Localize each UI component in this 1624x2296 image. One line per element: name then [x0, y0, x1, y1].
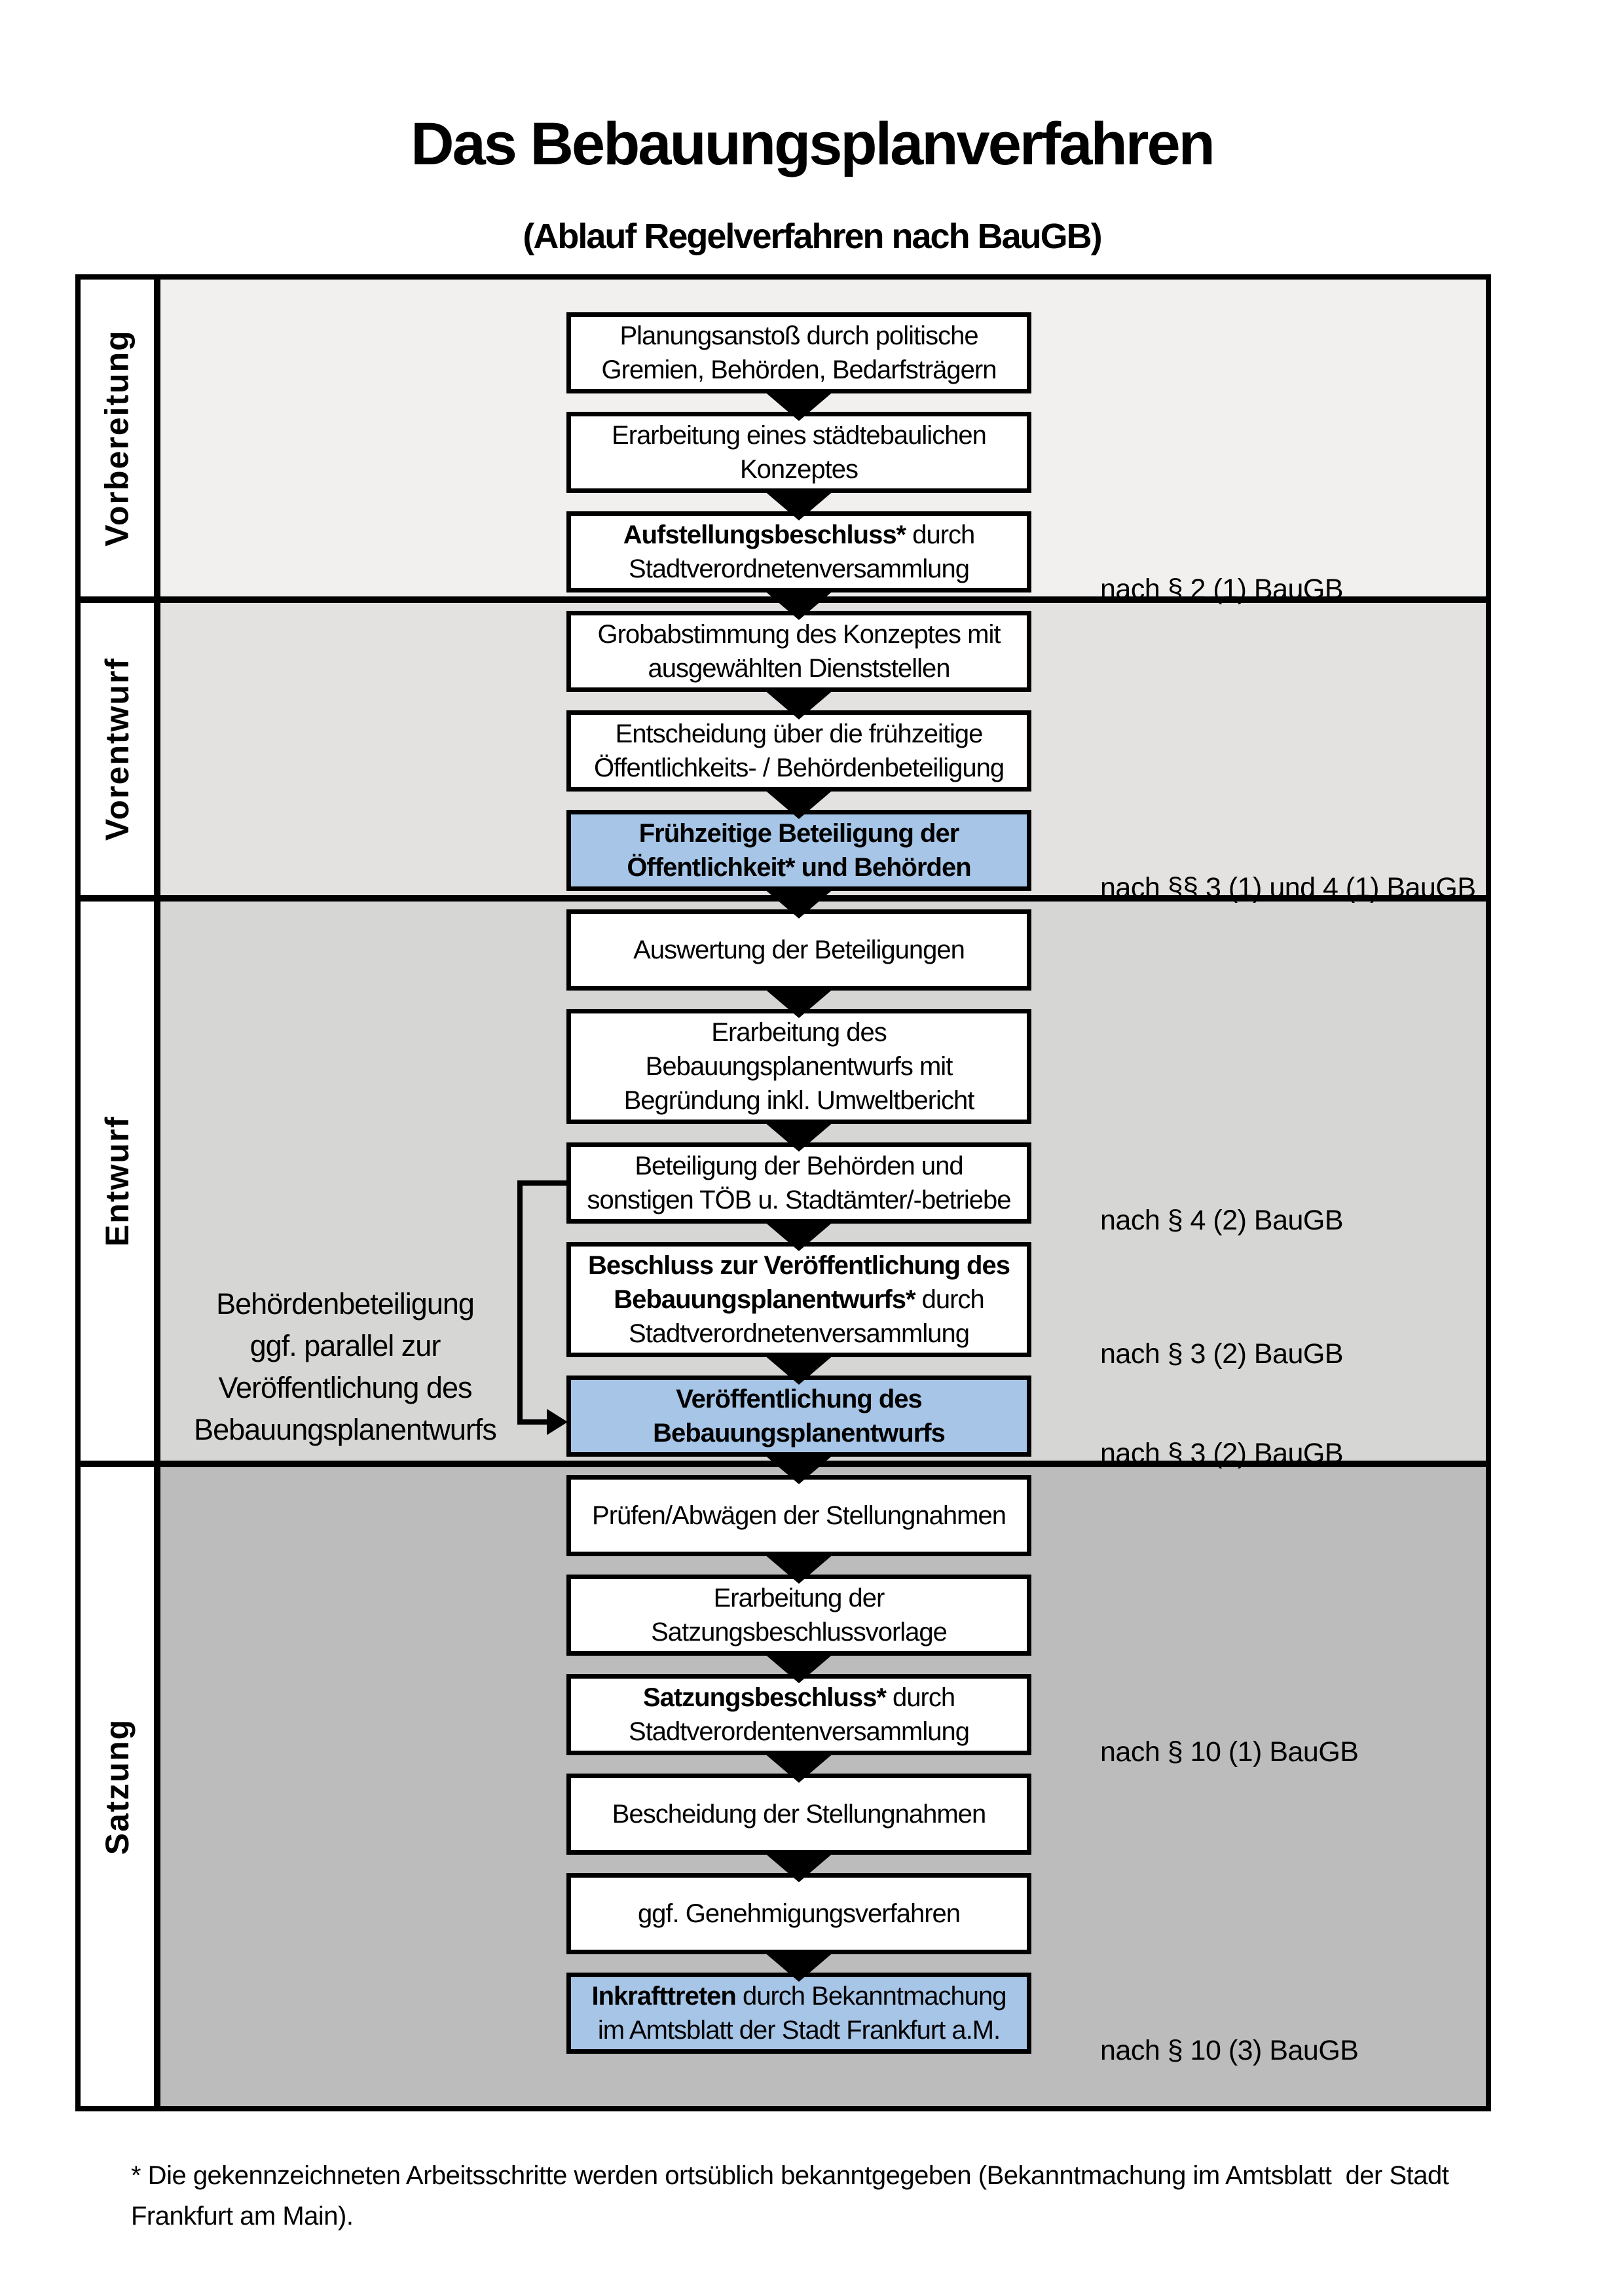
flow-box-text-line: Öffentlichkeit* und Behörden — [627, 853, 971, 882]
arrow-down-icon — [764, 888, 834, 919]
phase-label-cell-vorentwurf: Vorentwurf — [81, 603, 154, 895]
legal-reference-note: nach § 3 (2) BauGB — [1100, 1338, 1344, 1370]
connector-line-horizontal-bottom — [517, 1419, 547, 1425]
arrow-down-icon — [764, 789, 834, 819]
flow-box-text-line: Grobabstimmung des Konzeptes mit — [597, 620, 1001, 649]
flow-box-text-line: Veröffentlichung des — [676, 1385, 923, 1413]
flow-box-text-line: Erarbeitung eines städtebaulichen — [612, 421, 987, 450]
flow-box-text-line: Satzungsbeschlussvorlage — [651, 1618, 948, 1647]
flow-box-16: ggf. Genehmigungsverfahren — [566, 1873, 1031, 1954]
flow-box-text-line: im Amtsblatt der Stadt Frankfurt a.M. — [597, 2016, 1001, 2045]
page-title: Das Bebauungsplanverfahren — [411, 111, 1215, 177]
flow-frame: Vorbereitung Vorentwurf Entwurf Satzung … — [75, 274, 1491, 2111]
flow-box-text-line: Bescheidung der Stellungnahmen — [612, 1800, 986, 1829]
flow-box-text-line: Beteiligung der Behörden und — [635, 1152, 963, 1180]
arrow-down-icon — [764, 1454, 834, 1484]
flow-box-text-line: Frühzeitige Beteiligung der — [638, 819, 960, 848]
flow-box-text-line: Planungsanstoß durch politische — [619, 321, 978, 350]
legal-reference-note: nach § 10 (3) BauGB — [1100, 2035, 1359, 2066]
flow-box-text-line: Stadtverordnetenversammlung — [629, 555, 970, 583]
arrow-down-icon — [764, 1753, 834, 1783]
side-annotation-line: Bebauungsplanentwurfs — [194, 1413, 497, 1446]
flow-box-9: Beteiligung der Behörden und sonstigen TÖ… — [566, 1142, 1031, 1224]
page-subtitle: (Ablauf Regelverfahren nach BauGB) — [523, 217, 1102, 256]
side-annotation-line: Veröffentlichung des — [218, 1371, 473, 1404]
flow-box-text-line: ausgewählten Dienststellen — [648, 654, 951, 683]
flow-box-text-line: Entscheidung über die frühzeitige — [615, 720, 984, 748]
flow-box-text-line: Stadtverordentenversammlung — [629, 1717, 970, 1746]
flow-box-text-line: Bebauungsplanentwurfs* durch — [614, 1285, 984, 1314]
label-column-divider — [154, 280, 160, 2106]
flow-box-7: Auswertung der Beteiligungen — [566, 909, 1031, 991]
flow-box-15: Bescheidung der Stellungnahmen — [566, 1774, 1031, 1855]
connector-arrow-right-icon — [547, 1409, 568, 1435]
arrow-down-icon — [764, 590, 834, 620]
phase-label-cell-entwurf: Entwurf — [81, 902, 154, 1461]
arrow-down-icon — [764, 490, 834, 520]
arrow-down-icon — [764, 391, 834, 421]
arrow-down-icon — [764, 1221, 834, 1251]
flow-box-text-line: Prüfen/Abwägen der Stellungnahmen — [592, 1501, 1006, 1530]
arrow-down-icon — [764, 1852, 834, 1882]
flow-box-17-highlighted: Inkrafttreten durch Bekanntmachung im Amt… — [566, 1973, 1031, 2054]
flow-box-text-line: Erarbeitung der — [713, 1584, 885, 1613]
phase-label-vorbereitung: Vorbereitung — [99, 329, 136, 547]
flow-box-text-line: Konzeptes — [739, 455, 858, 484]
flow-box-text-line: Inkrafttreten durch Bekanntmachung — [591, 1982, 1006, 2011]
legal-reference-note: nach § 2 (1) BauGB — [1100, 574, 1344, 605]
phase-label-cell-vorbereitung: Vorbereitung — [81, 280, 154, 596]
flow-box-text-line: sonstigen TÖB u. Stadtämter/-betriebe — [587, 1186, 1011, 1214]
flow-box-4: Grobabstimmung des Konzeptes mit ausgewäh… — [566, 611, 1031, 692]
arrow-down-icon — [764, 988, 834, 1018]
arrow-down-icon — [764, 689, 834, 720]
flow-box-text-line: Gremien, Behörden, Bedarfsträgern — [601, 355, 997, 384]
phase-label-cell-satzung: Satzung — [81, 1467, 154, 2106]
arrow-down-icon — [764, 1121, 834, 1152]
flow-box-text-line: Bebauungsplanentwurfs mit — [645, 1052, 953, 1081]
phase-label-satzung: Satzung — [99, 1718, 136, 1855]
flow-box-text-line: Öffentlichkeits- / Behördenbeteiligung — [593, 754, 1005, 782]
arrow-down-icon — [764, 1952, 834, 1982]
flow-box-text-line: Begründung inkl. Umweltbericht — [623, 1086, 975, 1115]
flow-box-text-line: Erarbeitung des — [711, 1018, 887, 1047]
legal-reference-note: nach §§ 3 (1) und 4 (1) BauGB — [1100, 872, 1476, 903]
footnote-line: Frankfurt am Main). — [131, 2202, 354, 2231]
arrow-down-icon — [764, 1653, 834, 1683]
side-annotation: Behördenbeteiligung ggf. parallel zur Ve… — [175, 1283, 515, 1451]
side-annotation-line: Behördenbeteiligung — [216, 1287, 475, 1321]
flow-box-text-line: Aufstellungsbeschluss* durch — [623, 520, 976, 549]
footnote: * Die gekennzeichneten Arbeitsschritte w… — [131, 2155, 1545, 2236]
side-annotation-line: ggf. parallel zur — [249, 1329, 441, 1362]
arrow-down-icon — [764, 1355, 834, 1385]
flow-box-text-line: Beschluss zur Veröffentlichung des — [588, 1251, 1010, 1280]
phase-label-vorentwurf: Vorentwurf — [99, 657, 136, 841]
flow-box-text-line: Auswertung der Beteiligungen — [633, 936, 965, 964]
legal-reference-note: nach § 10 (1) BauGB — [1100, 1736, 1359, 1768]
legal-reference-note: nach § 4 (2) BauGB — [1100, 1205, 1344, 1236]
arrow-down-icon — [764, 1554, 834, 1584]
flow-box-text-line: ggf. Genehmigungsverfahren — [637, 1899, 961, 1928]
connector-line-horizontal-top — [517, 1180, 566, 1186]
footnote-line: * Die gekennzeichneten Arbeitsschritte w… — [131, 2161, 1449, 2190]
flow-box-text-line: Stadtverordnetenversammlung — [629, 1319, 970, 1348]
phase-label-entwurf: Entwurf — [99, 1115, 136, 1247]
connector-line-vertical — [517, 1180, 523, 1425]
flow-box-12: Prüfen/Abwägen der Stellungnahmen — [566, 1475, 1031, 1556]
flow-box-text-line: Bebauungsplanentwurfs — [653, 1419, 946, 1448]
flow-box-text-line: Satzungsbeschluss* durch — [642, 1683, 955, 1712]
legal-reference-note: nach § 3 (2) BauGB — [1100, 1438, 1344, 1469]
